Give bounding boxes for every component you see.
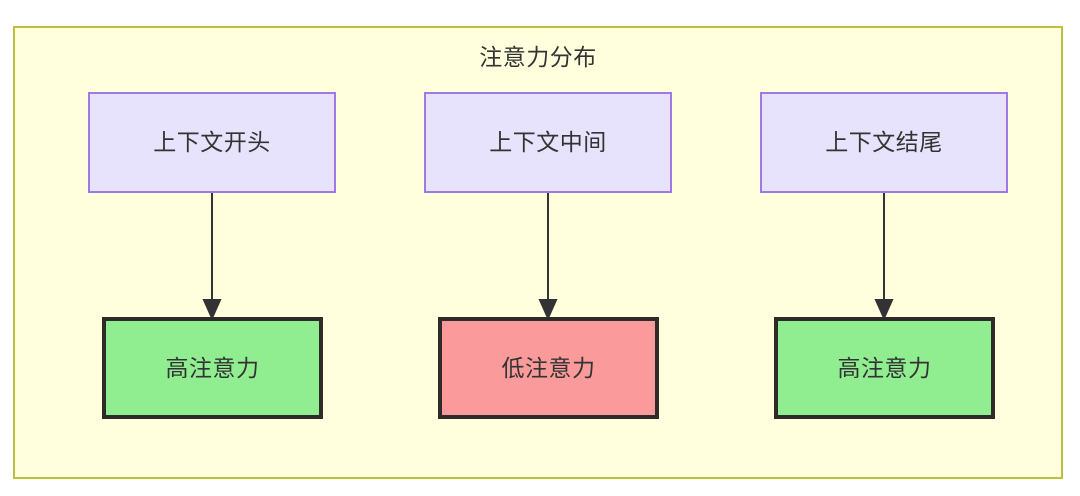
node-context-end[interactable]: 上下文结尾 xyxy=(760,92,1008,193)
node-attention-high-start[interactable]: 高注意力 xyxy=(102,317,323,419)
node-attention-low-middle[interactable]: 低注意力 xyxy=(438,317,659,419)
node-context-start[interactable]: 上下文开头 xyxy=(88,92,336,193)
diagram-title: 注意力分布 xyxy=(479,44,597,70)
node-attention-high-end[interactable]: 高注意力 xyxy=(774,317,995,419)
node-context-middle[interactable]: 上下文中间 xyxy=(424,92,672,193)
